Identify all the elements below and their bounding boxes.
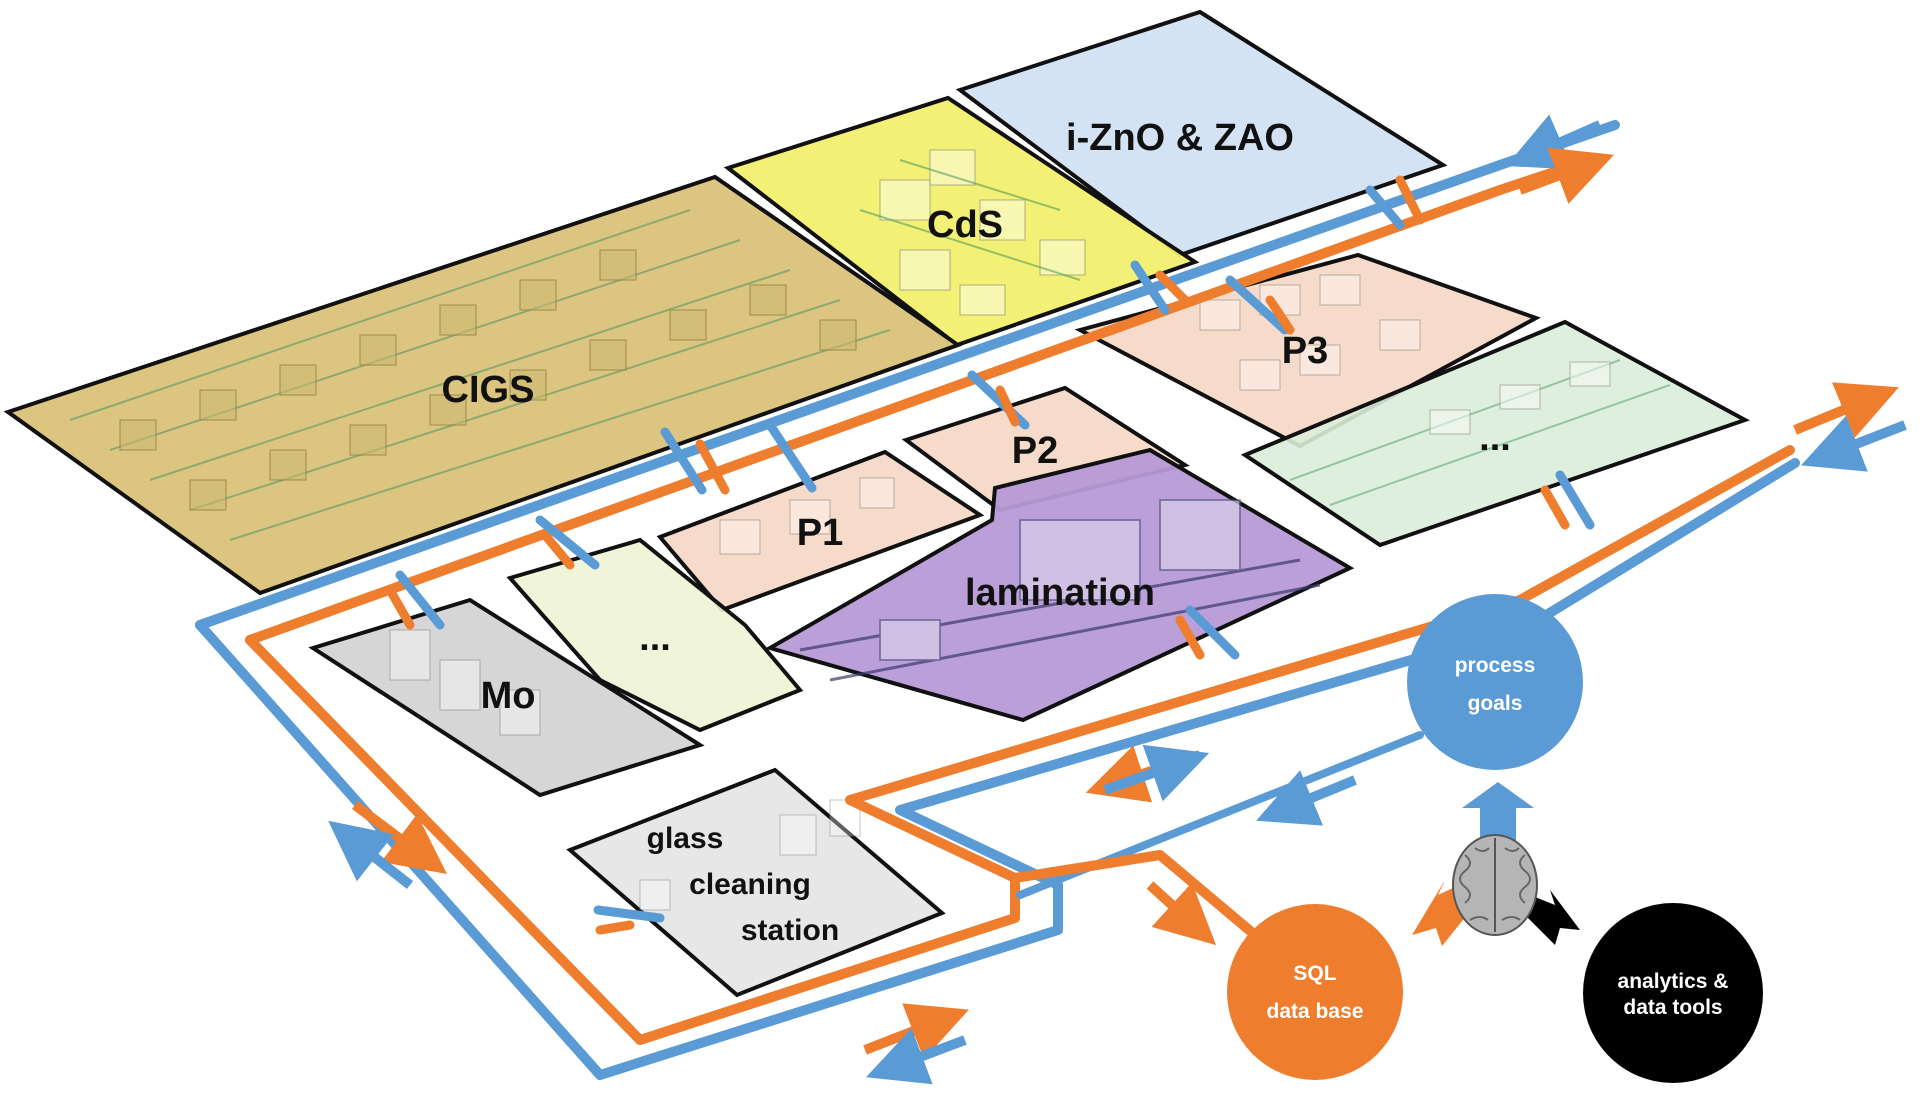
node-label-database: data base — [1267, 1000, 1364, 1023]
arrow-right-icon — [1518, 147, 1615, 204]
arrow-left-icon — [1506, 114, 1603, 170]
brain-icon — [1452, 834, 1538, 936]
node-sql-database: SQL data base — [1227, 904, 1403, 1080]
zone-label-glass: glass — [647, 822, 724, 855]
zone-label-dots-right: ... — [1479, 417, 1511, 459]
brain-hub — [1412, 782, 1580, 946]
node-label-sql: SQL — [1293, 962, 1336, 985]
arrow-right-icon — [1525, 890, 1580, 945]
node-label-process: process — [1455, 654, 1536, 677]
bus-orange-sql — [1010, 850, 1260, 940]
arrow-up-icon — [1462, 782, 1534, 855]
zone-label-p1: P1 — [797, 512, 843, 554]
arrow-right-icon — [1103, 744, 1210, 802]
zone-label-cigs: CIGS — [442, 369, 535, 411]
zone-cigs: CIGS — [3, 174, 963, 596]
node-label-data-tools: data tools — [1623, 996, 1722, 1019]
bus-orange-upper — [245, 165, 1565, 645]
zone-glass-cleaning-station: glass cleaning station — [566, 767, 946, 998]
zone-label-mo: Mo — [481, 675, 536, 717]
node-label-analytics: analytics & — [1618, 970, 1729, 993]
zone-dots-right: ... — [1240, 319, 1750, 548]
arrow-right-icon — [1146, 881, 1217, 946]
arrow-left-icon — [1256, 770, 1357, 826]
zone-label-cleaning: cleaning — [689, 868, 811, 901]
node-process-goals: process goals — [1407, 594, 1583, 770]
zone-lamination: lamination — [764, 447, 1355, 723]
zone-label-p2: P2 — [1012, 430, 1058, 472]
direction-arrows — [328, 114, 1907, 1085]
bus-blue-middle — [895, 458, 1800, 890]
zone-label-dots-left: ... — [639, 617, 671, 659]
arrow-left-icon — [328, 820, 414, 889]
bus-orange-middle — [845, 445, 1795, 883]
zone-label-lamination: lamination — [965, 572, 1155, 614]
zone-label-izno: i-ZnO & ZAO — [1066, 117, 1294, 159]
zone-label-p3: P3 — [1282, 330, 1328, 372]
zone-cds: CdS — [723, 95, 1200, 348]
node-analytics-data-tools: analytics & data tools — [1583, 903, 1763, 1083]
arrow-left-icon — [1801, 415, 1907, 472]
zone-label-station: station — [741, 914, 839, 947]
zone-izno-zao: i-ZnO & ZAO — [955, 9, 1448, 258]
zone-label-cds: CdS — [927, 204, 1003, 246]
zone-mo: Mo — [308, 597, 705, 798]
arrow-left-icon — [865, 1028, 967, 1085]
arrow-right-icon — [352, 801, 447, 874]
node-label-goals: goals — [1468, 692, 1523, 715]
arrow-right-icon — [1793, 382, 1899, 438]
zone-p1: P1 — [656, 449, 985, 613]
